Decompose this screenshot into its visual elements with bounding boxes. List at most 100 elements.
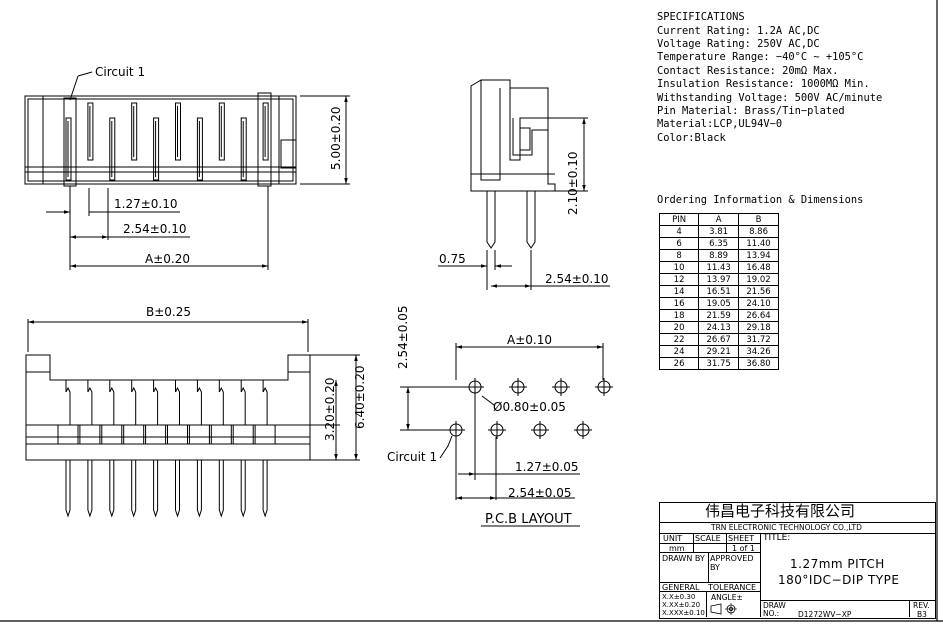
pin-upper — [109, 386, 115, 425]
pin-lower — [218, 460, 224, 518]
general-label: GENERAL — [662, 583, 700, 592]
table-cell: 21.56 — [738, 285, 779, 298]
table-cell: 24.13 — [698, 321, 740, 334]
pin-lower — [131, 460, 137, 518]
table-cell: 29.18 — [738, 321, 779, 334]
drawing-title-line1: 1.27mm PITCH — [790, 557, 885, 571]
pin-block — [145, 424, 167, 445]
spec-line: Temperature Range: −40°C ~ +105°C — [657, 51, 864, 63]
spec-line: Contact Resistance: 20mΩ Max. — [657, 65, 839, 77]
dim-075-label: 0.75 — [439, 252, 466, 266]
tolerance-label: TOLERANCE — [708, 583, 757, 592]
top-view — [24, 71, 350, 270]
rev-value: B3 — [917, 610, 927, 619]
table-header: PIN — [658, 213, 700, 226]
pin-upper — [218, 386, 224, 425]
dim-pcb-127-label: 1.27±0.05 — [515, 460, 579, 474]
unit-value: mm — [669, 544, 685, 553]
sheet-label: SHEET — [728, 534, 755, 543]
spec-line: Withstanding Voltage: 500V AC/minute — [657, 92, 883, 104]
table-cell: 4 — [658, 225, 700, 238]
pin-block — [123, 424, 145, 445]
pin-block — [254, 424, 276, 445]
ordering-title: Ordering Information & Dimensions — [657, 194, 864, 206]
table-cell: 16.51 — [698, 285, 740, 298]
table-cell: 13.94 — [738, 249, 779, 262]
projection-symbol-icon — [710, 603, 737, 615]
dim-pcb-254-label: 2.54±0.05 — [508, 486, 572, 500]
dim-254-side-label: 2.54±0.10 — [545, 272, 609, 286]
circuit1-label-pcb: Circuit 1 — [387, 450, 438, 464]
specifications-title: SPECIFICATIONS — [657, 11, 745, 23]
pin-block — [167, 424, 188, 445]
spec-line: Current Rating: 1.2A AC,DC — [657, 25, 820, 37]
drawn-by-label: DRAWN BY — [662, 554, 705, 563]
pin-lower — [87, 460, 93, 518]
table-cell: 14 — [658, 285, 700, 298]
pin-lower — [240, 460, 246, 518]
contact-slot — [262, 102, 269, 161]
pin-block — [57, 424, 79, 445]
front-view-pins — [57, 380, 276, 518]
drawing-title-line2: 180°IDC−DIP TYPE — [778, 573, 900, 587]
spec-line: Material:LCP,UL94V−0 — [657, 118, 783, 130]
table-cell: 18 — [658, 309, 700, 322]
table-cell: 16 — [658, 297, 700, 310]
pcb-layout-caption: P.C.B LAYOUT — [485, 512, 572, 527]
table-header-row: PIN A B — [658, 213, 779, 226]
spec-line: Color:Black — [657, 132, 726, 144]
table-cell: 12 — [658, 273, 700, 286]
contact-slot — [65, 117, 72, 181]
table-header: B — [738, 213, 779, 226]
tol-3: X.XXX±0.10 — [662, 609, 705, 617]
front-view-body — [25, 354, 311, 461]
table-cell: 31.72 — [738, 333, 779, 346]
top-view-contacts — [65, 102, 269, 181]
sheet-value: 1 of 1 — [732, 544, 755, 553]
table-cell: 20 — [658, 321, 700, 334]
contact-slot — [196, 117, 203, 181]
contact-slot — [153, 117, 160, 181]
spec-line: Pin Material: Brass/Tin−plated — [657, 105, 845, 117]
draw-no-label: DRAW NO.: — [763, 601, 786, 618]
front-view — [25, 319, 360, 518]
contact-slot — [240, 117, 247, 181]
title-block — [659, 502, 936, 619]
contact-slot — [218, 102, 225, 161]
side-view-body — [470, 79, 556, 192]
pin-upper — [240, 386, 246, 425]
pin-block — [188, 424, 210, 445]
dim-b-label: B±0.25 — [146, 305, 192, 319]
angle-label: ANGLE± — [711, 593, 743, 602]
contact-slot — [87, 102, 94, 161]
table-cell: 3.81 — [698, 225, 740, 238]
table-cell: 19.02 — [738, 273, 779, 286]
table-cell: 8.86 — [738, 225, 779, 238]
pin-upper — [87, 386, 93, 425]
pin-lower — [196, 460, 202, 518]
title-label: TITLE: — [763, 533, 791, 543]
pin-block — [101, 424, 123, 445]
table-cell: 11.43 — [698, 261, 740, 274]
dim-500-label: 5.00±0.20 — [329, 106, 343, 171]
side-view — [438, 79, 610, 290]
table-cell: 36.80 — [738, 357, 779, 370]
table-cell: 29.21 — [698, 345, 740, 358]
scale-label: SCALE — [695, 534, 721, 543]
tol-2: X.XX±0.20 — [662, 601, 701, 609]
side-pin-right — [526, 191, 536, 249]
table-cell: 13.97 — [698, 273, 740, 286]
circuit1-label-top: Circuit 1 — [95, 65, 146, 79]
unit-label: UNIT — [663, 534, 683, 543]
dim-640-label: 6.40±0.20 — [353, 365, 367, 430]
table-cell: 8 — [658, 249, 700, 262]
table-cell: 19.05 — [698, 297, 740, 310]
